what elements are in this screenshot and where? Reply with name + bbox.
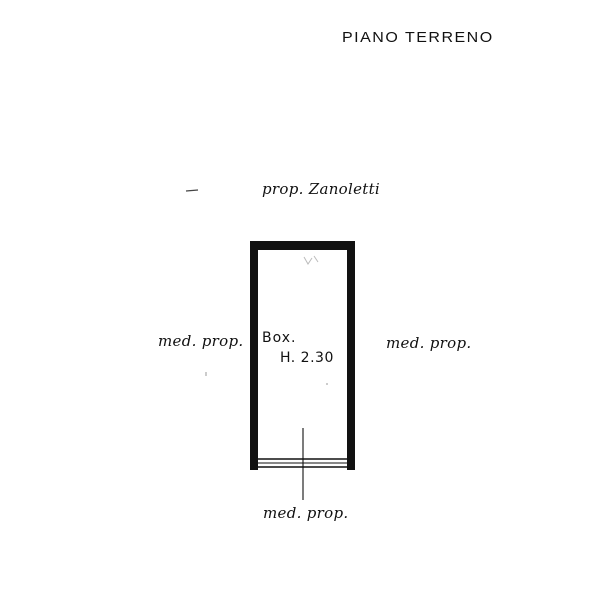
neighbor-west-label: med. prop. — [158, 332, 244, 350]
room-height-label: H. 2.30 — [280, 350, 334, 366]
faint-mark — [303, 255, 319, 265]
garage-walls — [250, 241, 355, 470]
wall-left — [250, 241, 258, 470]
wall-top — [250, 241, 355, 250]
neighbor-north-label: prop. Zanoletti — [262, 180, 381, 198]
neighbor-south-label: med. prop. — [263, 504, 349, 522]
neighbor-east-label: med. prop. — [386, 334, 472, 352]
stray-mark — [185, 189, 199, 192]
plan-title: PIANO TERRENO — [342, 29, 494, 46]
wall-right — [347, 241, 355, 470]
room-name-label: Box. — [262, 330, 297, 346]
